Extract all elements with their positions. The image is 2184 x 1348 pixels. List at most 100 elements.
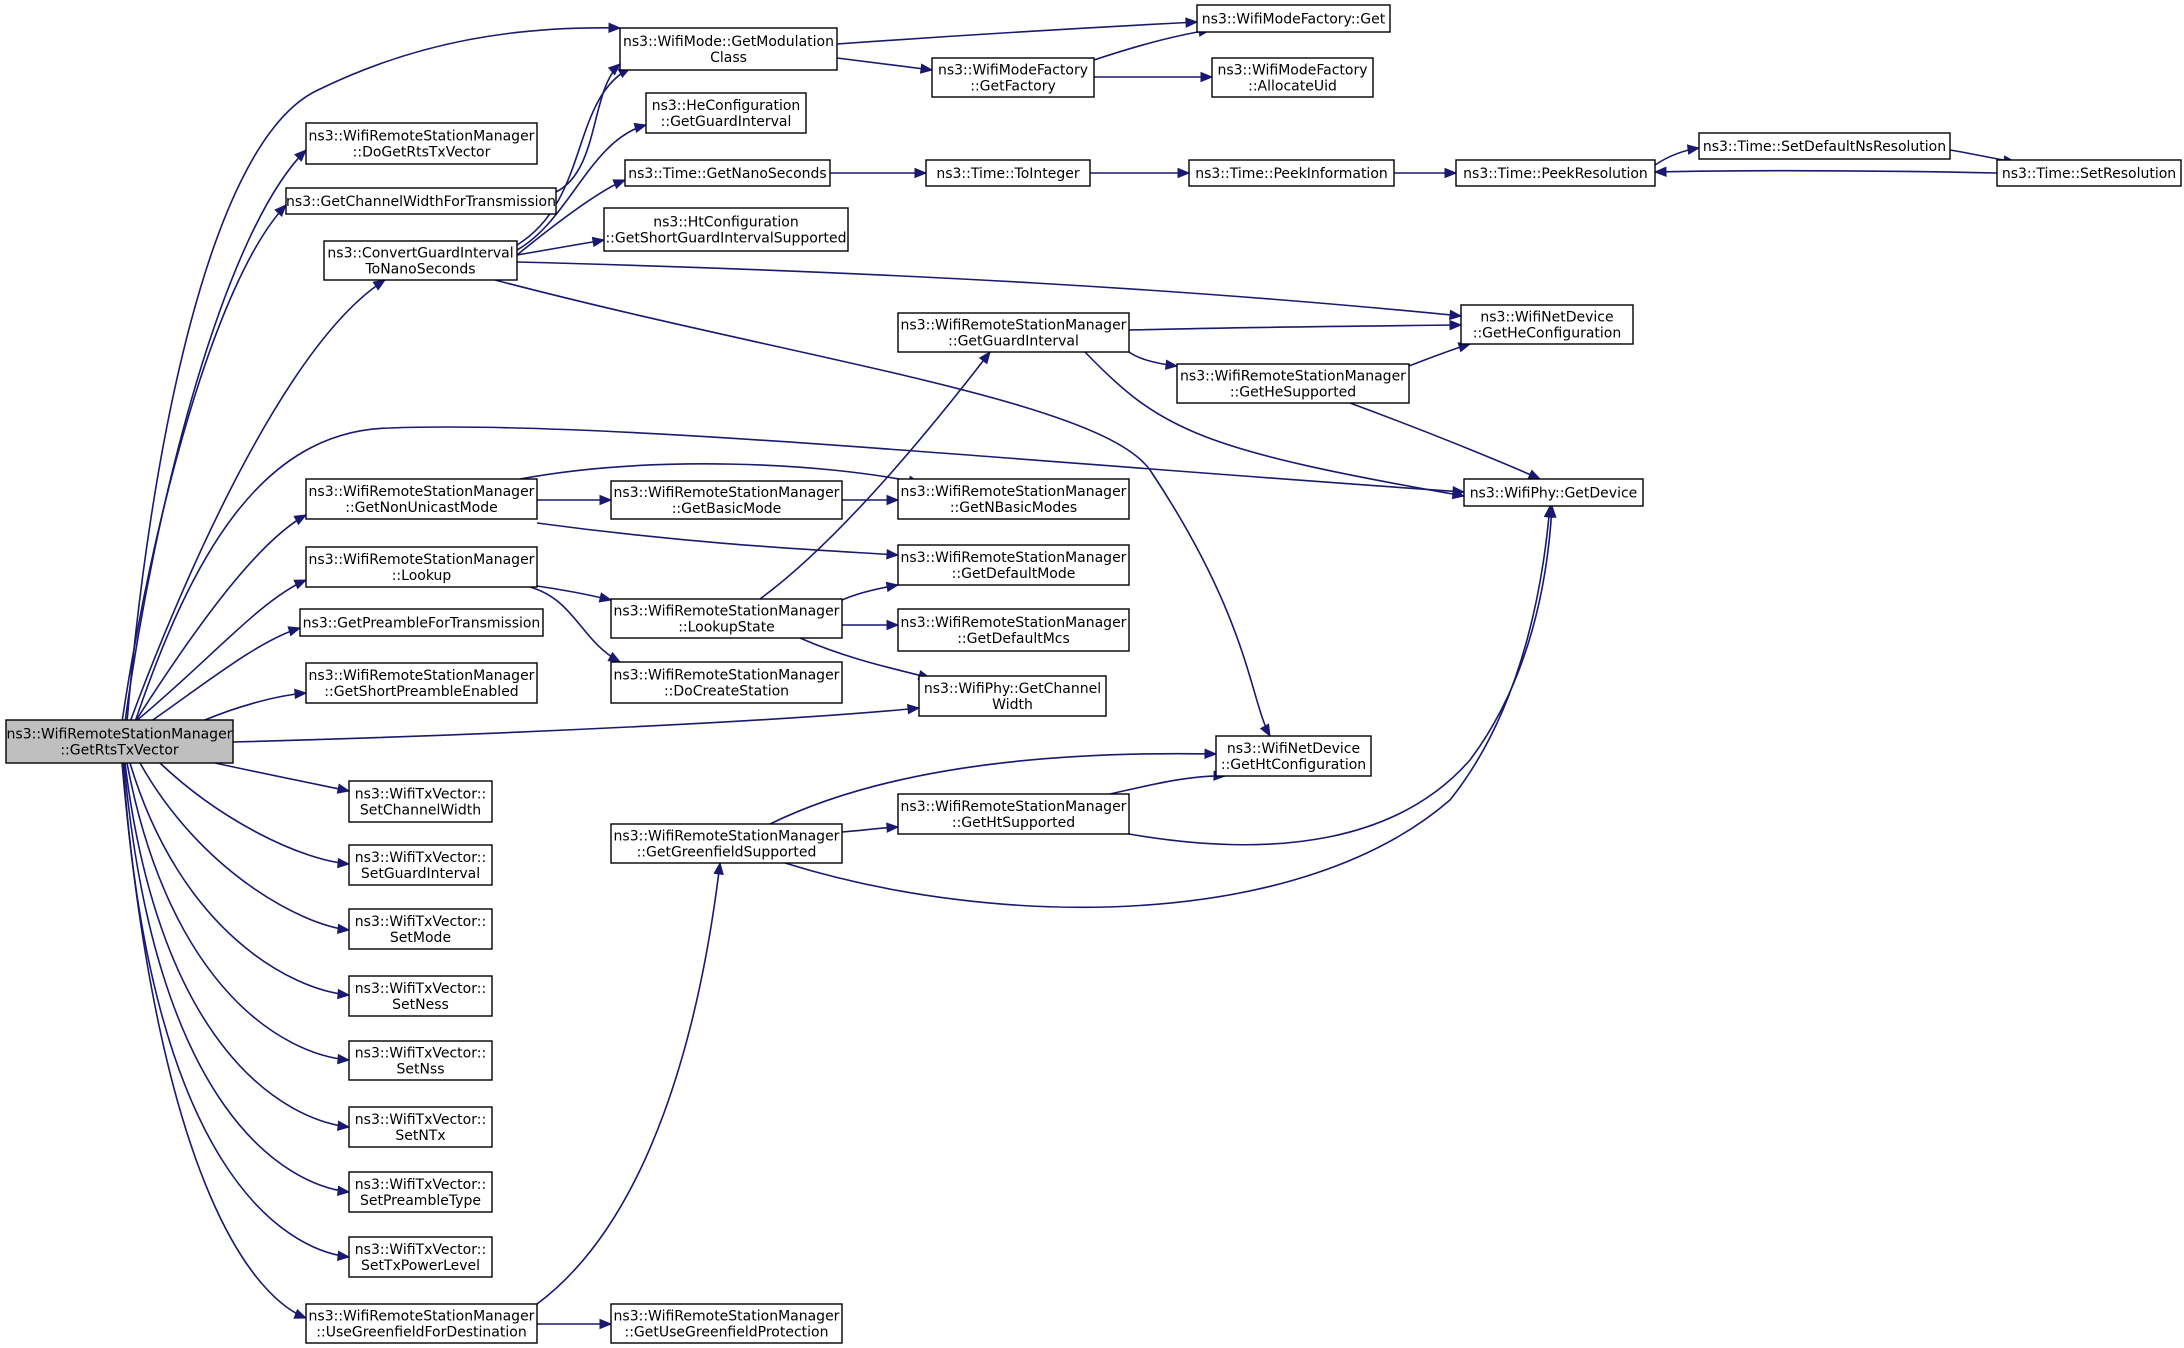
node-label: SetNss	[396, 1062, 444, 1078]
node-box	[348, 844, 493, 886]
edge-line	[555, 63, 621, 193]
node-label: SetGuardInterval	[361, 866, 480, 882]
node-box	[897, 793, 1130, 835]
node-heGuard[interactable]: ns3::HeConfiguration::GetGuardInterval	[645, 92, 807, 134]
node-setRes[interactable]: ns3::Time::SetResolution	[1996, 159, 2182, 187]
node-setTxPower[interactable]: ns3::WifiTxVector::SetTxPowerLevel	[348, 1236, 493, 1278]
node-shortPreamble[interactable]: ns3::WifiRemoteStationManager::GetShortP…	[305, 662, 538, 704]
edge-line	[836, 57, 933, 71]
node-nBasicModes[interactable]: ns3::WifiRemoteStationManager::GetNBasic…	[897, 478, 1130, 520]
edge-root-to-setPreamble	[123, 762, 351, 1196]
node-toInteger[interactable]: ns3::Time::ToInteger	[925, 159, 1091, 187]
node-useGreenfield[interactable]: ns3::WifiRemoteStationManager::UseGreenf…	[305, 1303, 538, 1344]
node-chanWidthTx[interactable]: ns3::GetChannelWidthForTransmission	[285, 187, 557, 215]
edge-convGuard-to-heGuard	[516, 122, 648, 251]
node-basicMode[interactable]: ns3::WifiRemoteStationManager::GetBasicM…	[610, 480, 843, 520]
node-setChanWidth[interactable]: ns3::WifiTxVector::SetChannelWidth	[348, 780, 493, 823]
node-setGuard[interactable]: ns3::WifiTxVector::SetGuardInterval	[348, 844, 493, 886]
edge-nonUnicast-to-defaultMode	[536, 522, 900, 560]
node-label: ::GetFactory	[970, 79, 1056, 95]
edge-nonUnicast-to-basicMode	[537, 494, 613, 506]
node-heSupported[interactable]: ns3::WifiRemoteStationManager::GetHeSupp…	[1176, 363, 1410, 404]
edge-line	[516, 124, 647, 251]
node-box	[610, 823, 843, 864]
node-box	[305, 122, 538, 165]
edges-layer	[121, 17, 2017, 1330]
node-phyChanWidth[interactable]: ns3::WifiPhy::GetChannelWidth	[918, 675, 1107, 717]
edge-root-to-setNess	[129, 762, 351, 1000]
node-allocateUid[interactable]: ns3::WifiModeFactory::AllocateUid	[1211, 57, 1374, 98]
node-lookup[interactable]: ns3::WifiRemoteStationManager::Lookup	[305, 546, 538, 588]
node-phyDevice[interactable]: ns3::WifiPhy::GetDevice	[1463, 478, 1644, 507]
node-greenProt[interactable]: ns3::WifiRemoteStationManager::GetUseGre…	[610, 1303, 843, 1344]
node-setPreamble[interactable]: ns3::WifiTxVector::SetPreambleType	[348, 1171, 493, 1213]
node-modeFactoryGet[interactable]: ns3::WifiModeFactory::Get	[1196, 4, 1391, 33]
node-defaultMcs[interactable]: ns3::WifiRemoteStationManager::GetDefaul…	[897, 608, 1130, 652]
node-label: ::GetNBasicModes	[950, 500, 1077, 516]
edge-root-to-setNss	[126, 762, 351, 1065]
edge-line	[516, 261, 1462, 317]
edge-line	[769, 752, 1217, 825]
edge-convGuard-to-getNano	[516, 179, 627, 256]
node-setNss[interactable]: ns3::WifiTxVector::SetNss	[348, 1040, 493, 1081]
node-modeFactoryGetFactory[interactable]: ns3::WifiModeFactory::GetFactory	[931, 57, 1095, 98]
node-peekInfo[interactable]: ns3::Time::PeekInformation	[1188, 159, 1395, 187]
node-box	[925, 159, 1091, 187]
arrowhead-icon	[336, 783, 351, 794]
node-getNano[interactable]: ns3::Time::GetNanoSeconds	[624, 159, 831, 187]
node-label: SetPreambleType	[360, 1193, 481, 1209]
node-label: ns3::ConvertGuardInterval	[327, 246, 513, 262]
nodes-layer: ns3::WifiRemoteStationManager::GetRtsTxV…	[5, 4, 2182, 1344]
arrowhead-icon	[599, 494, 613, 506]
node-label: ns3::WifiRemoteStationManager	[614, 668, 840, 684]
node-htShortGi[interactable]: ns3::HtConfiguration::GetShortGuardInter…	[603, 207, 849, 252]
node-label: ns3::HeConfiguration	[652, 98, 801, 114]
edge-htSupported-to-getHtConf	[1109, 770, 1227, 795]
node-label: ns3::WifiRemoteStationManager	[309, 668, 535, 684]
arrowhead-icon	[978, 350, 991, 365]
node-label: ::GetHeSupported	[1230, 385, 1356, 401]
node-box	[285, 187, 557, 215]
node-doGetRts[interactable]: ns3::WifiRemoteStationManager::DoGetRtsT…	[305, 122, 538, 165]
node-label: ns3::Time::SetResolution	[2002, 166, 2176, 182]
edge-line	[1654, 169, 1998, 174]
node-getHtConf[interactable]: ns3::WifiNetDevice::GetHtConfiguration	[1215, 735, 1372, 777]
edge-root-to-nonUnicast	[134, 514, 308, 723]
edge-wrsmGuard-to-heSupported	[1128, 351, 1179, 370]
node-label: ns3::Time::SetDefaultNsResolution	[1703, 139, 1946, 155]
node-lookupState[interactable]: ns3::WifiRemoteStationManager::LookupSta…	[610, 598, 843, 639]
node-getHeConf[interactable]: ns3::WifiNetDevice::GetHeConfiguration	[1460, 304, 1634, 345]
node-wrsmGuard[interactable]: ns3::WifiRemoteStationManager::GetGuardI…	[897, 312, 1130, 353]
node-label: ns3::GetChannelWidthForTransmission	[286, 194, 556, 210]
node-box	[931, 57, 1095, 98]
node-setMode[interactable]: ns3::WifiTxVector::SetMode	[348, 908, 493, 950]
node-label: ns3::Time::ToInteger	[936, 166, 1080, 182]
edge-lookup-to-lookupState	[536, 585, 613, 603]
arrowhead-icon	[1204, 748, 1218, 760]
node-label: ::GetDefaultMode	[952, 566, 1076, 582]
node-greenfield[interactable]: ns3::WifiRemoteStationManager::GetGreenf…	[610, 823, 843, 864]
node-label: ::GetDefaultMcs	[957, 631, 1070, 647]
node-setNTx[interactable]: ns3::WifiTxVector::SetNTx	[348, 1106, 493, 1148]
node-peekRes[interactable]: ns3::Time::PeekResolution	[1455, 159, 1656, 187]
arrowhead-icon	[914, 167, 928, 179]
edge-convGuard-to-htShortGi	[516, 236, 606, 256]
node-preambleTx[interactable]: ns3::GetPreambleForTransmission	[299, 608, 544, 637]
node-defaultMode[interactable]: ns3::WifiRemoteStationManager::GetDefaul…	[897, 544, 1130, 586]
edge-line	[759, 351, 991, 600]
node-setDefNs[interactable]: ns3::Time::SetDefaultNsResolution	[1698, 132, 1951, 160]
node-doCreate[interactable]: ns3::WifiRemoteStationManager::DoCreateS…	[610, 661, 843, 704]
node-setNess[interactable]: ns3::WifiTxVector::SetNess	[348, 975, 493, 1017]
arrowhead-icon	[607, 63, 621, 76]
arrowhead-icon	[1527, 469, 1542, 480]
edge-line	[536, 522, 899, 556]
edge-root-to-preambleTx	[149, 626, 302, 723]
node-root[interactable]: ns3::WifiRemoteStationManager::GetRtsTxV…	[5, 719, 234, 764]
node-box	[610, 1303, 843, 1344]
edge-root-to-useGreenfield	[121, 762, 308, 1319]
node-label: ns3::WifiRemoteStationManager	[901, 615, 1127, 631]
node-htSupported[interactable]: ns3::WifiRemoteStationManager::GetHtSupp…	[897, 793, 1130, 835]
node-nonUnicast[interactable]: ns3::WifiRemoteStationManager::GetNonUni…	[305, 478, 538, 520]
